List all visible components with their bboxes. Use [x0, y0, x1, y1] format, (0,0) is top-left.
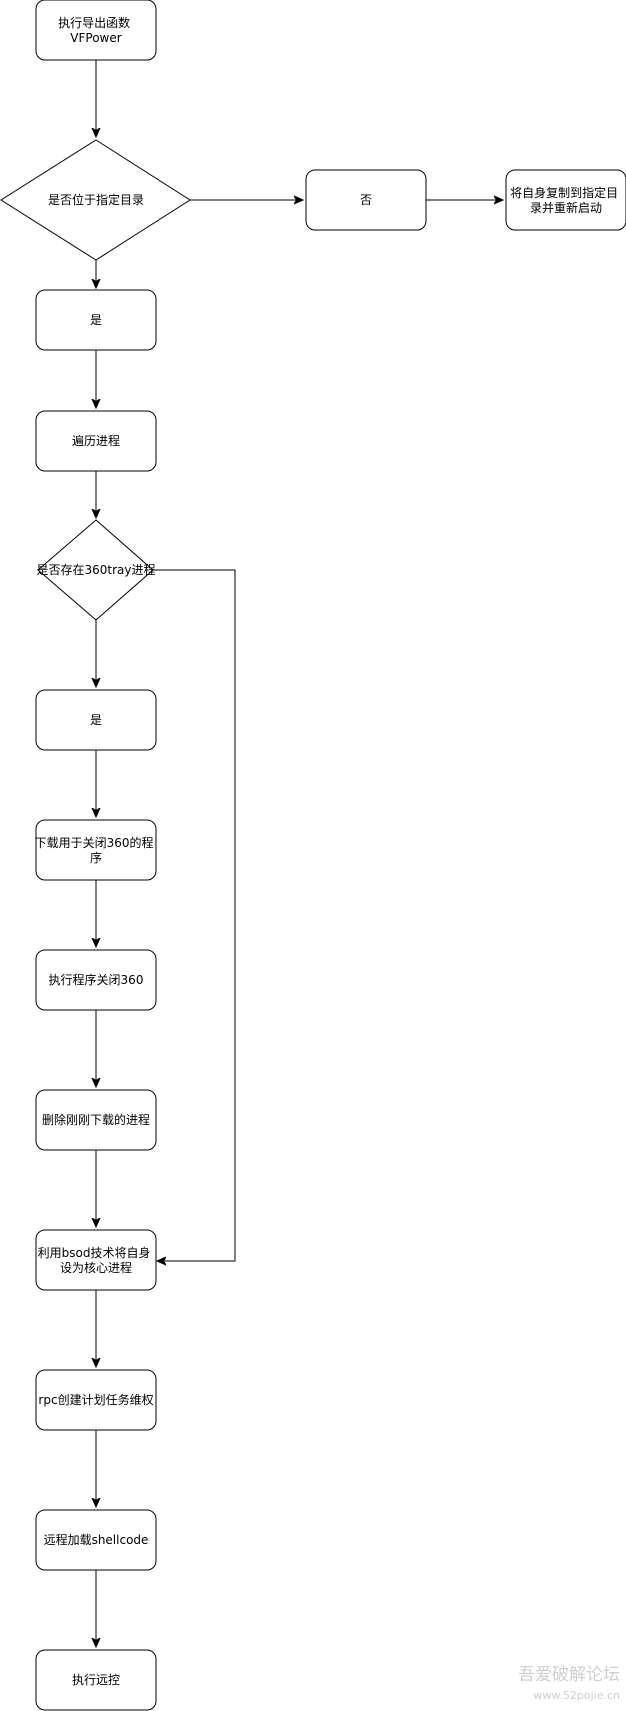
node-yes-1-label: 是 [90, 313, 102, 327]
svg-text:是: 是 [90, 713, 102, 727]
svg-text:下载用于关闭360的程 序: 下载用于关闭360的程 序 [35, 835, 158, 865]
edges [96, 60, 503, 1647]
watermark-line2: www.52pojie.cn [533, 1689, 620, 1702]
node-copy-restart-line2: 录并重新启动 [530, 200, 602, 215]
node-download-line1: 下载用于关闭360的程 [35, 835, 154, 850]
node-no-label: 否 [360, 193, 372, 207]
svg-text:执行导出函数 VFPower: 执行导出函数 VFPower [58, 15, 134, 45]
node-start-line2: VFPower [70, 31, 121, 45]
svg-text:执行程序关闭360: 执行程序关闭360 [49, 972, 144, 987]
decision-in-target-dir-label: 是否位于指定目录 [48, 192, 144, 207]
node-bsod-critical: 利用bsod技术将自身 设为核心进程 [35, 1229, 157, 1291]
svg-text:远程加载shellcode: 远程加载shellcode [44, 1532, 149, 1547]
node-close-360-label: 执行程序关闭360 [49, 972, 144, 987]
decision-360tray-label: 是否存在360tray进程 [37, 562, 156, 577]
node-copy-restart-line1: 将自身复制到指定目 [510, 185, 618, 200]
node-rpc-task-label: rpc创建计划任务维权 [38, 1392, 153, 1407]
edge-decision2-to-bsod [153, 569, 236, 1261]
svg-text:利用bsod技术将自身 设为核心进程: 利用bsod技术将自身 设为核心进程 [38, 1245, 155, 1275]
node-bsod-critical-line2: 设为核心进程 [60, 1260, 132, 1275]
watermark-line1: 吾爱破解论坛 [518, 1665, 620, 1685]
node-remote-control: 执行远控 [35, 1649, 157, 1711]
node-remote-control-label: 执行远控 [72, 1673, 120, 1687]
node-delete-downloaded: 删除刚刚下载的进程 [35, 1089, 157, 1151]
svg-text:rpc创建计划任务维权: rpc创建计划任务维权 [38, 1392, 153, 1407]
node-remote-shellcode-label: 远程加载shellcode [44, 1532, 149, 1547]
node-close-360: 执行程序关闭360 [35, 949, 157, 1011]
node-enum-process-label: 遍历进程 [72, 433, 120, 448]
decision-in-target-dir: 是否位于指定目录 [0, 139, 191, 261]
svg-text:执行远控: 执行远控 [72, 1673, 120, 1687]
svg-text:是否位于指定目录: 是否位于指定目录 [48, 192, 144, 207]
svg-text:是否存在360tray进程: 是否存在360tray进程 [37, 562, 156, 577]
svg-text:删除刚刚下载的进程: 删除刚刚下载的进程 [42, 1112, 150, 1127]
svg-text:否: 否 [360, 193, 372, 207]
svg-text:遍历进程: 遍历进程 [72, 433, 120, 448]
node-remote-shellcode: 远程加载shellcode [35, 1509, 157, 1571]
node-no: 否 [305, 169, 427, 231]
node-start-line1: 执行导出函数 [58, 15, 130, 30]
watermark: 吾爱破解论坛 www.52pojie.cn [518, 1665, 620, 1702]
svg-text:将自身复制到指定目 录并重新启动: 将自身复制到指定目 录并重新启动 [510, 185, 622, 215]
node-yes-2-label: 是 [90, 713, 102, 727]
node-enum-process: 遍历进程 [35, 410, 157, 472]
node-download: 下载用于关闭360的程 序 [35, 819, 158, 881]
svg-text:是: 是 [90, 313, 102, 327]
decision-360tray: 是否存在360tray进程 [37, 519, 156, 621]
node-yes-2: 是 [35, 689, 157, 751]
node-start: 执行导出函数 VFPower [35, 0, 157, 61]
node-yes-1: 是 [35, 289, 157, 351]
node-copy-restart: 将自身复制到指定目 录并重新启动 [505, 169, 626, 231]
node-download-line2: 序 [90, 850, 102, 865]
node-rpc-task: rpc创建计划任务维权 [35, 1369, 157, 1431]
node-bsod-critical-line1: 利用bsod技术将自身 [38, 1245, 151, 1260]
node-delete-downloaded-label: 删除刚刚下载的进程 [42, 1112, 150, 1127]
